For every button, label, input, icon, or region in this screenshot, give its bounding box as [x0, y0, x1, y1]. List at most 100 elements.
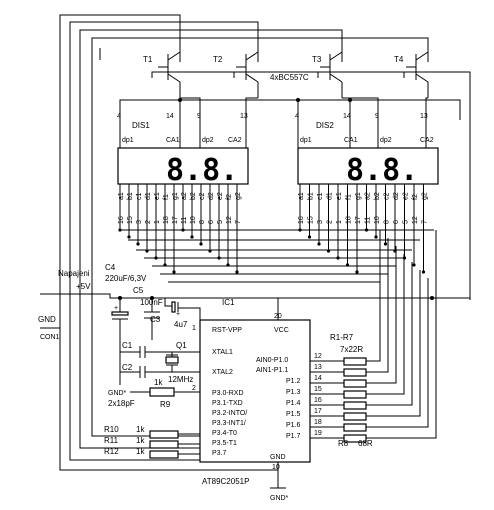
dis2-bottom-pin-number: 6 — [393, 220, 400, 224]
dis2-bottom-pin-number: 16 — [298, 216, 305, 224]
dis1-bottom-pin-number: 6 — [208, 220, 215, 224]
ic-right-num-6: 17 — [314, 408, 322, 415]
ic-pin2-number: 2 — [192, 385, 196, 392]
r8-value: 68R — [358, 439, 373, 448]
dis1-bottom-label: d2 — [208, 192, 215, 200]
ic-vcc-label: VCC — [274, 327, 289, 334]
ic-right-pin-2: AIN1-P1.1 — [256, 367, 288, 374]
dis2-junction-dot — [383, 242, 388, 246]
dis1-junction-dot — [235, 270, 239, 274]
ic-vcc-pin: 20 — [274, 313, 282, 320]
gnd-label: GND — [38, 315, 56, 324]
ic-pin1-number: 1 — [192, 325, 196, 332]
dis1-bottom-label: f2 — [226, 194, 233, 200]
t2-label: T2 — [213, 55, 223, 64]
dis2-bottom-pin-number: 18 — [346, 216, 353, 224]
capacitor-c4: C4 220uF/6,3V + — [105, 263, 147, 340]
dis1-bottom-pin-number: 1 — [154, 220, 161, 224]
dis1-name: DIS1 — [132, 121, 150, 130]
dis1-bottom-label: c1 — [136, 193, 143, 201]
t4-label: T4 — [394, 55, 404, 64]
dis1-bottom-pin-number: 7 — [235, 220, 242, 224]
dis1-bottom-pin-number: 15 — [127, 216, 134, 224]
segment-bus — [120, 229, 434, 283]
dis2-junction-dot — [317, 242, 321, 246]
resistor-output-wire — [366, 254, 405, 395]
svg-text:+: + — [176, 311, 180, 318]
dis2-bottom-label: e1 — [336, 192, 343, 200]
dis2-bottom-pin-number: 10 — [374, 216, 381, 224]
dis1-bottom-label: b2 — [190, 192, 197, 200]
ic-right-num-7: 18 — [314, 419, 322, 426]
dis1-bottom-label: d1 — [145, 192, 152, 200]
transistor-t3: T3 — [312, 45, 343, 98]
con1-label: CON1 — [40, 334, 60, 341]
resistor-r12: R12 1k — [104, 447, 200, 459]
dis1-bottom-pin-number: 16 — [118, 216, 125, 224]
dis1-top-pin-1: 4 — [117, 113, 121, 120]
dis2-junction-dot — [307, 235, 312, 239]
dis1-top-label-1: dp1 — [122, 137, 134, 144]
resistor-network-r1-r7: R1-R7 7x22R R8 68R — [310, 230, 437, 448]
resistor-body — [343, 401, 367, 410]
dis1-bottom-pin-number: 5 — [217, 220, 224, 224]
capacitor-c5: C5 100nF — [133, 286, 163, 340]
r9-value: 1k — [154, 378, 163, 387]
dis2-top-label-4: CA2 — [420, 137, 434, 144]
r8-name: R8 — [338, 439, 349, 448]
dis1-bottom-pin-number: 11 — [181, 217, 188, 224]
dis1-top-pin-2: 14 — [166, 113, 174, 120]
dis2-top-pin-2: 14 — [343, 113, 351, 120]
c4-name: C4 — [105, 263, 116, 272]
dis2-bottom-label: e2 — [403, 192, 410, 200]
dis2-top-pin-3: 9 — [375, 113, 379, 120]
dis1-junction-dot — [127, 235, 131, 239]
transistor-t1: T1 — [143, 45, 181, 98]
resistor-output-wire — [366, 230, 437, 439]
dis2-top-pin-4: 13 — [420, 113, 428, 120]
ic-right-num-4: 15 — [314, 386, 322, 393]
dis2-bottom-label: f2 — [412, 194, 419, 200]
dis2-bottom-label: a1 — [298, 192, 305, 200]
ic-part-label: AT89C2051P — [202, 477, 249, 486]
dis1-junction-dot — [172, 270, 176, 274]
dis2-bottom-pins: a116b115c13d12e11f118g117a211b210c28d26e… — [298, 184, 429, 274]
power-label-2: +5V — [76, 282, 91, 291]
dis2-junction-dot — [374, 235, 378, 239]
resistor-output-wire — [366, 270, 421, 417]
ic-left-pin-3: XTAL2 — [212, 369, 233, 376]
r9-name: R9 — [160, 400, 171, 409]
gnd-star-ic: GND* — [270, 495, 289, 502]
ic-left-pin-10: P3.7 — [212, 450, 227, 457]
dis1-junction-dot — [136, 242, 140, 246]
power-label-1: Napajeni — [58, 269, 90, 278]
dis2-bottom-pin-number: 2 — [327, 220, 334, 224]
dis2-bottom-pin-number: 11 — [365, 217, 372, 224]
ic-left-pin-9: P3.5-T1 — [212, 440, 237, 447]
resistor-body — [343, 390, 367, 399]
dis1-top-label-3: dp2 — [202, 137, 214, 144]
dis2-bottom-label: b2 — [374, 192, 381, 200]
dis1-bottom-pin-number: 10 — [190, 216, 197, 224]
resistor-stack — [310, 230, 437, 443]
ic-gnd-label: GND — [270, 454, 286, 461]
dis1-top-label-4: CA2 — [228, 137, 242, 144]
dis1-bottom-pin-number: 8 — [199, 220, 206, 224]
r11-value: 1k — [136, 436, 145, 445]
dis2-name: DIS2 — [316, 121, 334, 130]
r11-name: R11 — [104, 436, 119, 445]
dis2-bottom-pin-number: 3 — [317, 220, 324, 224]
ic-right-num-5: 16 — [314, 397, 322, 404]
resistor-output-wire — [366, 278, 429, 428]
c3-value: 4u7 — [174, 320, 188, 329]
dis2-top-pin-1: 4 — [295, 113, 299, 120]
dis2-junction-dot — [412, 263, 416, 267]
dis1-bottom-label: a2 — [181, 192, 188, 200]
resistor-body — [343, 379, 367, 388]
svg-text:+: + — [114, 305, 118, 312]
dis2-bottom-label: g1 — [355, 192, 362, 200]
ic-left-pin-7: P3.3-INT1/ — [212, 420, 246, 427]
dis2-bottom-label: f1 — [346, 194, 353, 200]
resistor-r11: R11 1k — [104, 436, 200, 449]
